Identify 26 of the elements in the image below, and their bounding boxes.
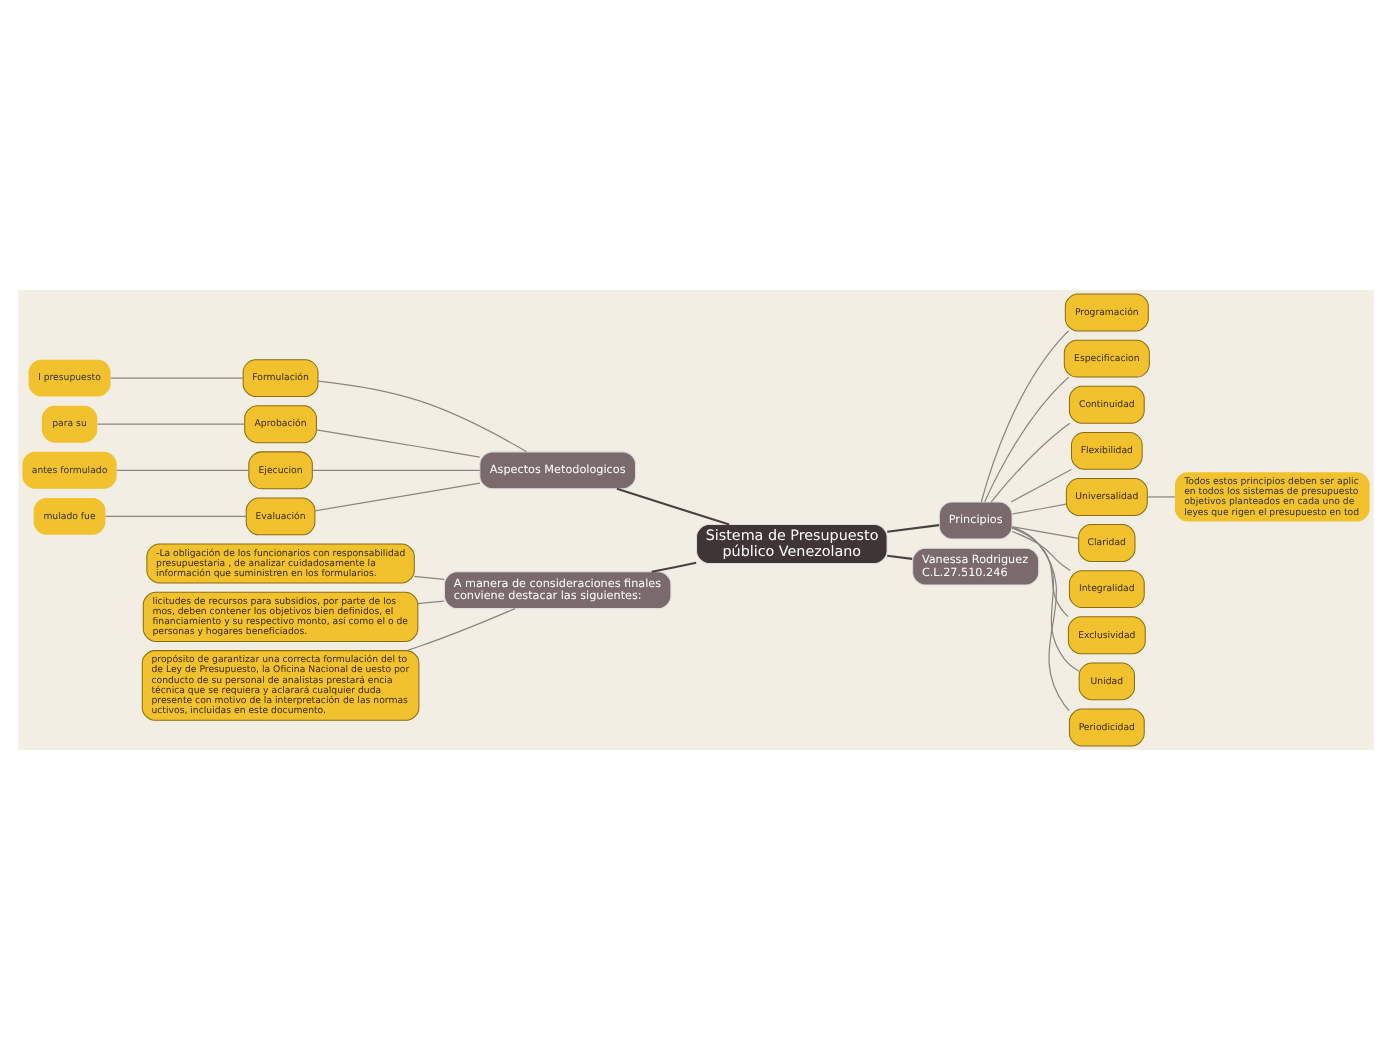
connector (1011, 526, 1080, 539)
connector (651, 561, 697, 573)
connector (1011, 530, 1071, 572)
connector (1010, 468, 1072, 503)
connector (406, 608, 516, 652)
connector (417, 600, 445, 605)
connector (1146, 496, 1176, 498)
connector (116, 469, 250, 471)
connector (1011, 527, 1069, 618)
connector (314, 482, 481, 512)
connector (317, 380, 528, 453)
connector (104, 515, 247, 518)
connector (413, 575, 445, 580)
connector (1011, 526, 1070, 712)
connector (990, 422, 1071, 503)
connector (616, 487, 730, 526)
connector (96, 423, 245, 425)
connector (1011, 503, 1067, 515)
connector (311, 469, 481, 471)
connector (984, 376, 1070, 503)
connector (887, 554, 913, 560)
connector (110, 377, 244, 379)
connector (887, 524, 940, 533)
connector (315, 429, 481, 458)
connector (1011, 526, 1080, 672)
connector (980, 330, 1070, 503)
